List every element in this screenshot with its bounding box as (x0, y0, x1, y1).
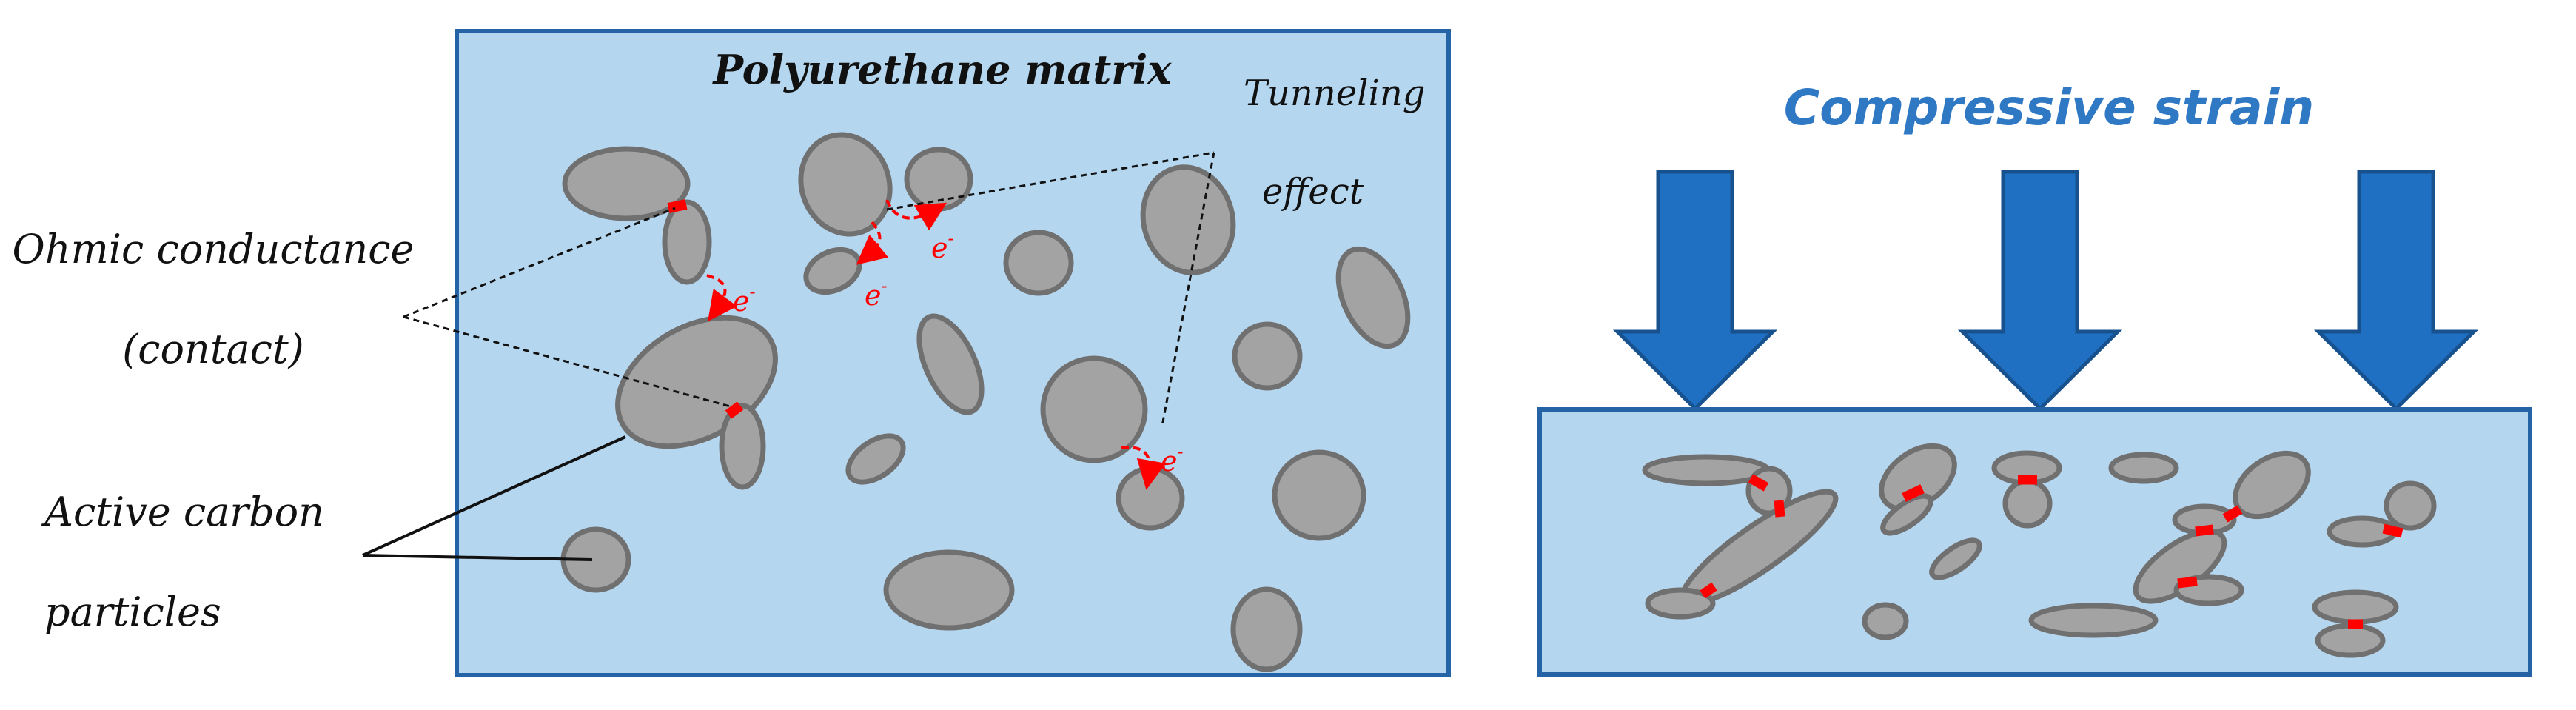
particles-label: particles (44, 589, 221, 635)
contact-mark (2177, 576, 2198, 589)
particle (2312, 589, 2399, 625)
particle (2315, 623, 2386, 658)
contact-mark (1748, 474, 1769, 492)
electron-path (1121, 446, 1167, 490)
electron-paths (706, 199, 1167, 490)
carbon-particles (560, 132, 1411, 672)
electron-labels: e- e- e- e- (733, 228, 1184, 478)
callout-lines (403, 151, 1215, 426)
particle (1040, 355, 1148, 463)
particle (1272, 449, 1366, 541)
electron-label: e- (1161, 441, 1184, 478)
particle (1230, 586, 1303, 672)
particle (1232, 321, 1303, 391)
tunneling-callout-line (886, 151, 1215, 211)
compressive-strain-title: Compressive strain (1784, 79, 2315, 136)
contact-mark (1774, 500, 1785, 518)
contact-label: (contact) (122, 326, 304, 372)
tunneling-callout-line (1161, 152, 1215, 426)
particle (1335, 246, 1411, 349)
particle (2028, 603, 2159, 638)
contact-mark (1700, 582, 1717, 599)
particle (2384, 480, 2437, 531)
particle (1862, 602, 1909, 640)
down-arrow (1957, 170, 2123, 412)
particle (2108, 452, 2179, 484)
particle (883, 549, 1015, 631)
particle (1880, 493, 1933, 536)
particle (798, 132, 893, 237)
particle (1929, 537, 1982, 580)
tunneling-label: Tunneling (1244, 73, 1426, 114)
particle (1140, 164, 1236, 275)
carbon-callout-line (362, 435, 626, 557)
ohmic-callout-line (403, 315, 734, 409)
carbon-callout-lines (362, 435, 626, 561)
electron-label: e- (733, 281, 756, 318)
electron-label: e- (931, 228, 954, 264)
electron-path (885, 199, 947, 231)
particle (916, 313, 985, 415)
ohmic-callout-line (403, 207, 676, 318)
carbon-label: Active carbon (41, 489, 324, 535)
effect-label: effect (1262, 171, 1364, 212)
down-arrow (1612, 170, 1778, 412)
particle (1003, 230, 1074, 296)
particle (719, 403, 766, 490)
particle (2002, 478, 2053, 529)
right-panel: Compressive strain (1537, 79, 2532, 677)
electron-path (856, 221, 889, 265)
compressed-particles (1642, 443, 2437, 658)
carbon-callout-line (362, 554, 593, 561)
ohmic-contacts (667, 199, 744, 419)
particle (1116, 466, 1185, 531)
particle (1645, 587, 1716, 620)
left-panel: e- e- e- e- Polyurethane matrix Tunnelin… (13, 29, 1451, 677)
ohmic-label: Ohmic conductance (13, 226, 415, 272)
contact-mark (667, 199, 688, 213)
particle (662, 199, 712, 285)
particle (562, 146, 691, 221)
electron-label: e- (865, 275, 888, 312)
down-arrow (2313, 170, 2479, 412)
particle (845, 433, 906, 485)
contact-mark (1902, 484, 1925, 502)
electron-path (706, 274, 737, 322)
contact-mark (725, 401, 744, 419)
contact-mark (2382, 523, 2404, 538)
contact-mark (2195, 524, 2214, 537)
compression-arrows (1612, 170, 2479, 412)
matrix-title: Polyurethane matrix (712, 46, 1173, 93)
contact-mark (2222, 505, 2243, 523)
compressed-contacts (1700, 474, 2404, 629)
